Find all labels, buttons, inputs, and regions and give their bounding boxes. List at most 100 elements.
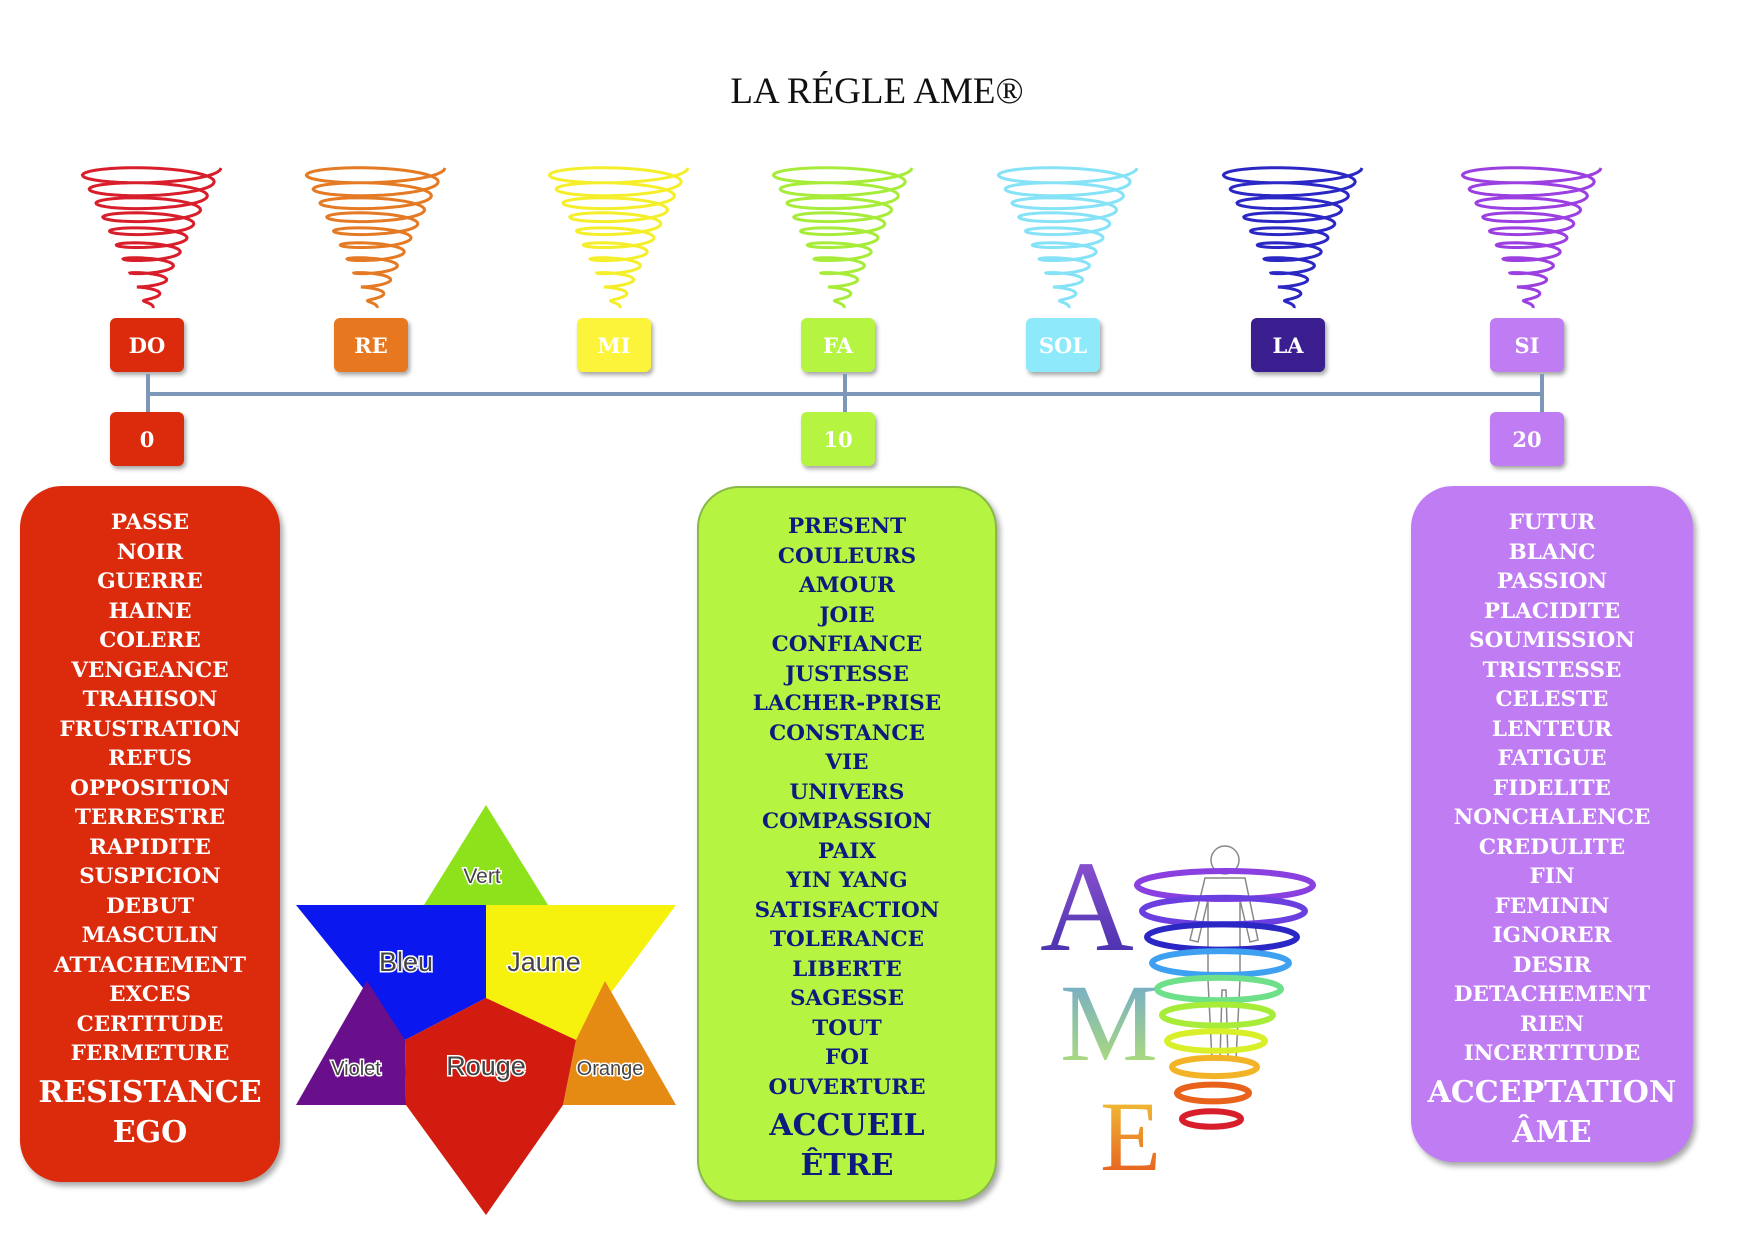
panel-word: FUTUR	[1508, 510, 1596, 535]
panel-key-word: RESISTANCE	[38, 1074, 262, 1110]
spiral-5	[1221, 166, 1364, 309]
star-upper-left	[296, 905, 486, 1040]
panel-word: GUERRE	[97, 569, 203, 594]
ame-letter-m: M	[1060, 962, 1158, 1084]
panel-word: COLERE	[99, 628, 201, 653]
note-fa: FA	[801, 318, 875, 372]
panel-word: OPPOSITION	[70, 775, 230, 801]
panel-word: FIN	[1529, 864, 1575, 889]
panel-word: PAIX	[817, 838, 877, 864]
panel-word: RIEN	[1520, 1011, 1584, 1037]
panel-word: FOI	[824, 1045, 870, 1070]
panel-word: PLACIDITE	[1483, 598, 1621, 624]
star-label-bleu: Bleu	[379, 947, 433, 977]
panel-key-word: EGO	[112, 1114, 188, 1150]
panel-word: RAPIDITE	[89, 834, 211, 860]
panel-word: LIBERTE	[792, 956, 902, 982]
timeline-tick	[843, 394, 847, 416]
note-mi: MI	[577, 318, 651, 372]
panel-word: FIDELITE	[1493, 775, 1611, 801]
word-list: FUTUR BLANC PASSION PLACIDITE SOUMISSION TRIS…	[1411, 508, 1693, 1069]
note-do: DO	[110, 318, 184, 372]
panel-word: SAGESSE	[790, 986, 904, 1011]
star-top-triangle	[424, 805, 548, 905]
panel-word: PASSION	[1496, 569, 1608, 594]
panel-word: DETACHEMENT	[1453, 982, 1651, 1007]
panel-word: NONCHALENCE	[1453, 805, 1651, 830]
panel-key-word: ACCUEIL	[769, 1108, 925, 1143]
scale-value-10: 10	[801, 412, 875, 466]
star-label-rouge: Rouge	[446, 1051, 526, 1081]
panel-word: INCERTITUDE	[1463, 1041, 1641, 1066]
panel-word: CONSTANCE	[769, 720, 925, 746]
star-label-orange: Orange	[577, 1058, 644, 1080]
panel-word: VIE	[825, 750, 869, 775]
star-upper-right	[486, 905, 676, 1040]
panel-acceptation-ame: FUTUR BLANC PASSION PLACIDITE SOUMISSION TRIS…	[1411, 486, 1693, 1162]
star-lower-left	[296, 981, 406, 1105]
panel-word: NOIR	[116, 539, 184, 565]
panel-word: AMOUR	[799, 573, 895, 598]
panel-word: REFUS	[108, 746, 192, 771]
spiral-3	[771, 166, 914, 309]
ame-ring	[1164, 1028, 1268, 1054]
note-sol: SOL	[1026, 318, 1100, 372]
note-si: SI	[1490, 318, 1564, 372]
note-re: RE	[334, 318, 408, 372]
star-lower-right	[563, 981, 676, 1105]
panel-word: COMPASSION	[762, 809, 932, 834]
spiral-2	[547, 166, 690, 309]
panel-word: HAINE	[108, 598, 192, 624]
panel-word: FEMININ	[1494, 893, 1610, 919]
ame-ring	[1179, 1108, 1244, 1130]
panel-word: TOLERANCE	[770, 927, 924, 952]
panel-word: JOIE	[819, 602, 875, 628]
panel-word: IGNORER	[1492, 923, 1612, 948]
panel-word: CELESTE	[1495, 687, 1609, 712]
ame-ring	[1159, 1001, 1276, 1029]
panel-word: ATTACHEMENT	[54, 952, 246, 978]
panel-word: SUSPICION	[79, 864, 221, 889]
panel-word: SATISFACTION	[754, 897, 940, 923]
panel-word: FATIGUE	[1497, 746, 1607, 771]
panel-word: LACHER-PRISE	[752, 691, 942, 716]
ame-ring	[1154, 974, 1284, 1004]
panel-key-word: ÊTRE	[800, 1148, 894, 1183]
panel-key-word: ÂME	[1512, 1114, 1592, 1150]
panel-word: BLANC	[1508, 539, 1596, 565]
page-title: LA RÉGLE AME®	[730, 71, 1024, 112]
ame-letter-e: E	[1100, 1081, 1161, 1190]
spiral-0	[80, 166, 223, 309]
panel-word: OUVERTURE	[768, 1074, 926, 1100]
panel-word: TOUT	[812, 1015, 882, 1041]
panel-word: TRAHISON	[82, 687, 218, 712]
scale-value-20: 20	[1490, 412, 1564, 466]
panel-word: SOUMISSION	[1469, 628, 1635, 653]
panel-word: PASSE	[110, 510, 190, 535]
ame-ring	[1169, 1054, 1260, 1080]
panel-word: FRUSTRATION	[59, 716, 241, 742]
panel-word: JUSTESSE	[785, 661, 909, 687]
ame-spiral-rings	[1134, 868, 1316, 1130]
panel-word: MASCULIN	[81, 923, 219, 948]
timeline-tick	[1540, 374, 1544, 396]
star-label-vert: Vert	[463, 865, 501, 888]
panel-word: FERMETURE	[70, 1041, 230, 1066]
panel-word: EXCES	[109, 982, 191, 1007]
panel-word: TRISTESSE	[1482, 657, 1622, 683]
panel-word: COULEURS	[777, 543, 917, 569]
timeline-tick	[843, 374, 847, 396]
panel-word: UNIVERS	[789, 779, 905, 805]
panel-word: CONFIANCE	[771, 632, 923, 657]
spiral-4	[996, 166, 1139, 309]
panel-word: TERRESTRE	[74, 805, 226, 830]
spiral-1	[304, 166, 447, 309]
key-words: RESISTANCE EGO	[20, 1073, 280, 1153]
panel-word: CREDULITE	[1478, 834, 1626, 860]
human-silhouette-icon	[1189, 845, 1259, 1061]
star-label-jaune: Jaune	[507, 947, 581, 977]
